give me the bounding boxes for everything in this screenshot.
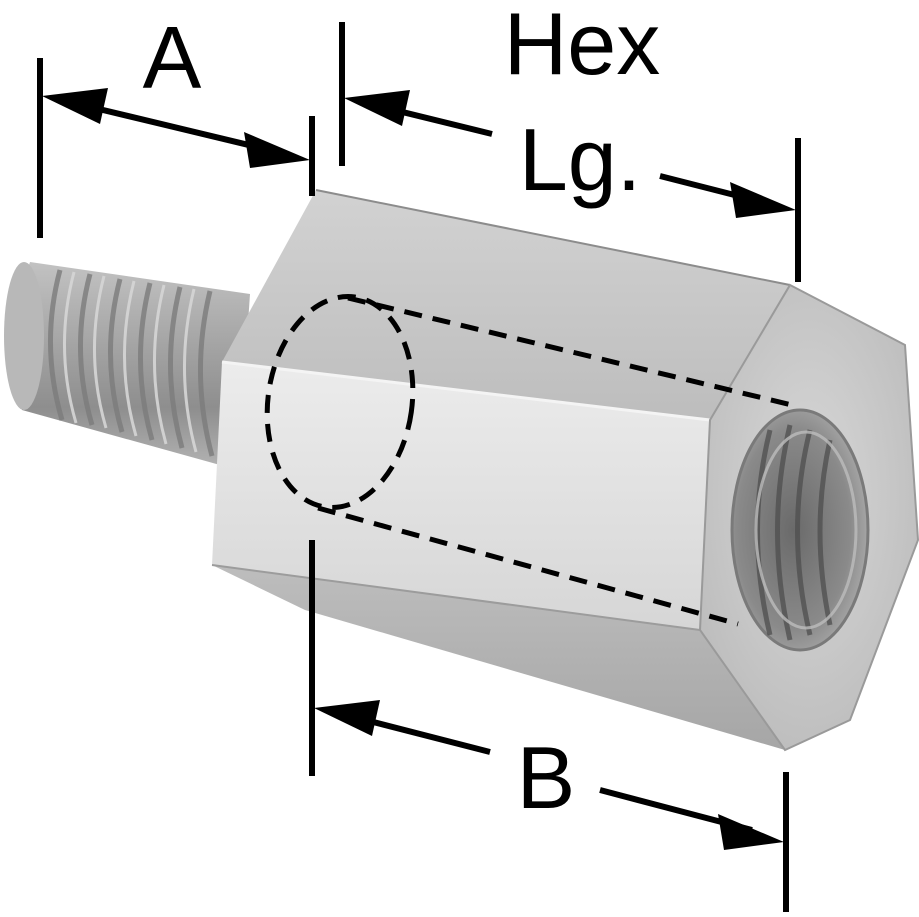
label-hex-line2: Lg. xyxy=(519,110,641,209)
hex-end-face xyxy=(698,283,919,752)
dimension-hex-length: Hex Lg. xyxy=(339,0,801,282)
hex-bottom-face xyxy=(212,565,785,750)
label-hex-line1: Hex xyxy=(504,0,661,93)
label-a: A xyxy=(143,8,202,107)
hex-top-face xyxy=(222,190,790,420)
dimension-a: A xyxy=(37,8,315,238)
hidden-bore-outline xyxy=(264,294,797,627)
hex-front-face xyxy=(212,362,710,630)
dimension-b: B xyxy=(309,540,789,912)
internal-thread-ridges xyxy=(755,424,833,641)
threaded-stud xyxy=(4,262,250,470)
stud-thread-ridges xyxy=(47,269,215,457)
hex-body xyxy=(211,189,791,750)
label-b: B xyxy=(517,728,576,827)
